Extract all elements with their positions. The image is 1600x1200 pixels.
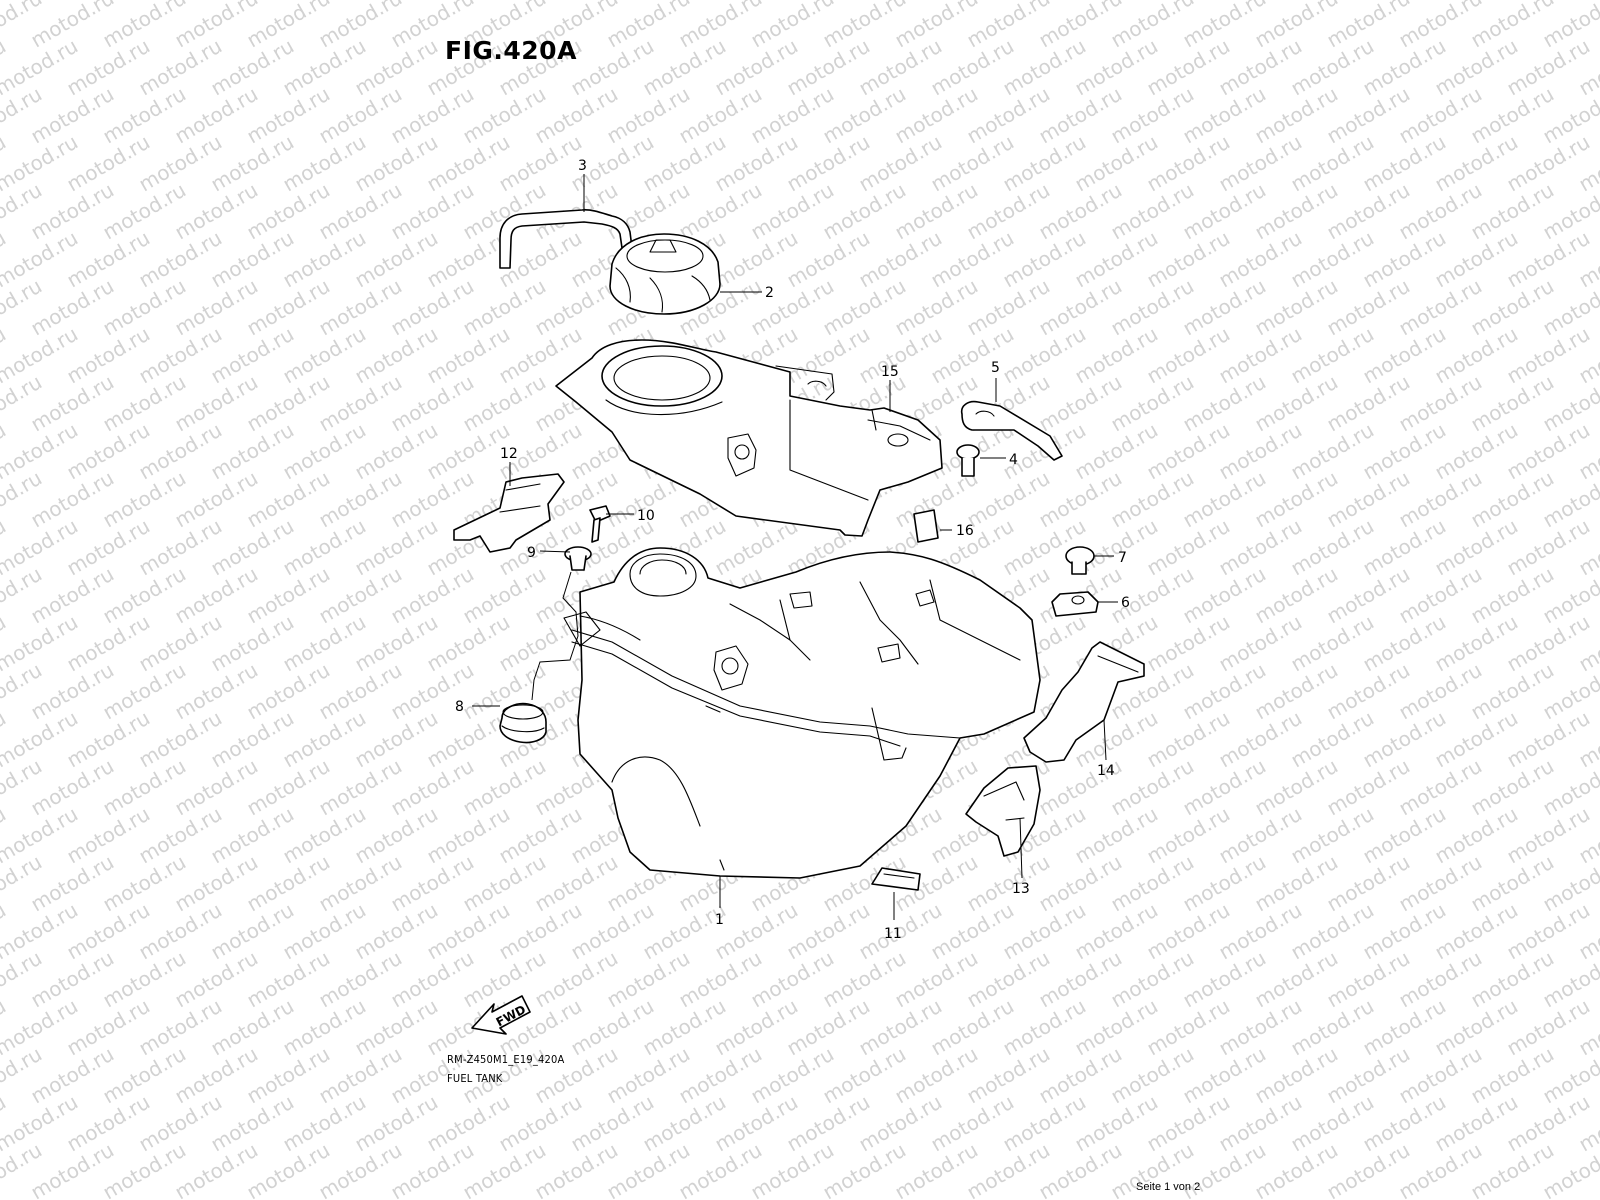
part-group-name: FUEL TANK <box>447 1072 503 1085</box>
page-indicator: Seite 1 von 2 <box>1136 1181 1201 1193</box>
part-right-bracket <box>965 765 1041 857</box>
part-bracket-6 <box>1051 591 1099 617</box>
part-collar <box>564 546 592 571</box>
callout-5: 5 <box>991 360 1000 376</box>
part-bolt-4 <box>956 444 980 477</box>
callout-3: 3 <box>578 158 587 174</box>
part-bolt-7 <box>1065 546 1095 575</box>
callout-numbers: 3 2 15 5 4 12 10 16 9 7 6 8 14 13 1 11 <box>455 158 1130 942</box>
callout-9: 9 <box>527 545 536 561</box>
drawing-code: RM-Z450M1_E19_420A <box>447 1053 565 1066</box>
callout-6: 6 <box>1121 595 1130 611</box>
callout-10: 10 <box>637 508 655 524</box>
callout-14: 14 <box>1097 763 1115 779</box>
callout-11: 11 <box>884 926 902 942</box>
part-cushion-8 <box>499 702 547 744</box>
part-fuel-tank <box>563 547 1041 879</box>
forward-arrow-icon: FWD <box>471 995 531 1035</box>
part-heat-shield <box>1023 641 1145 763</box>
part-clamp <box>960 400 1063 461</box>
callout-2: 2 <box>765 285 774 301</box>
leader-lines <box>472 174 1118 920</box>
part-fuel-cap <box>609 233 721 315</box>
callout-7: 7 <box>1118 550 1127 566</box>
part-pad-11 <box>871 867 921 891</box>
callout-15: 15 <box>881 364 899 380</box>
callout-12: 12 <box>500 446 518 462</box>
part-tank-cover <box>555 339 943 537</box>
callout-8: 8 <box>455 699 464 715</box>
figure-title: FIG.420A <box>445 36 577 65</box>
part-breather-hose <box>499 209 633 269</box>
callout-13: 13 <box>1012 881 1030 897</box>
callout-4: 4 <box>1009 452 1018 468</box>
part-left-bracket <box>453 473 565 553</box>
part-cushion-pad <box>913 509 939 543</box>
part-bolt-10 <box>589 505 611 543</box>
callout-16: 16 <box>956 523 974 539</box>
callout-1: 1 <box>715 912 724 928</box>
